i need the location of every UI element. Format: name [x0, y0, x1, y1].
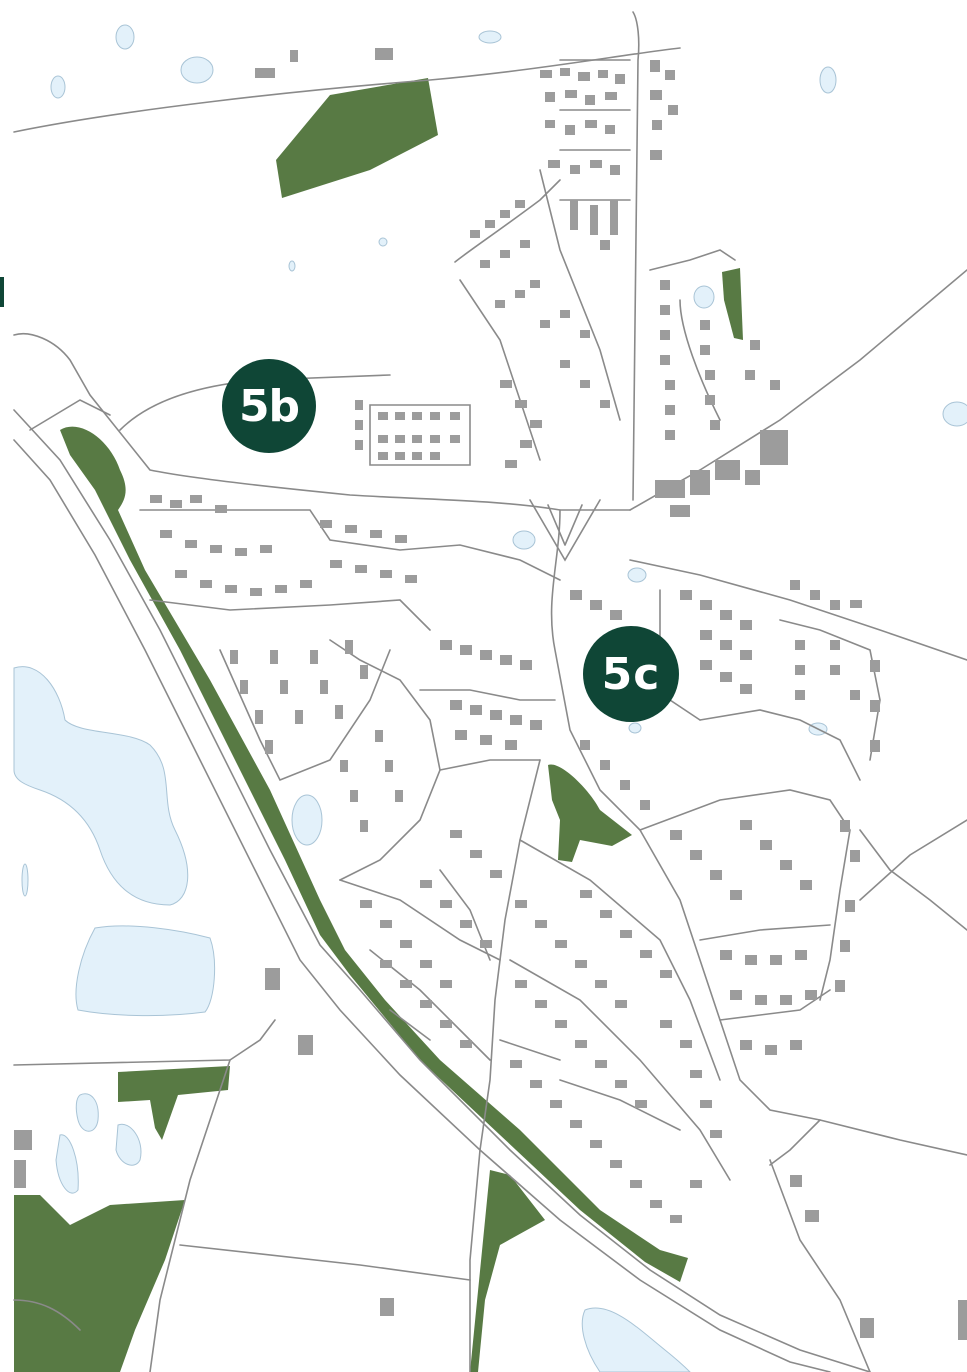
buildings	[14, 48, 967, 1340]
road-network	[13, 11, 967, 1372]
lake-southwest	[75, 925, 215, 1017]
pond-13	[512, 530, 536, 550]
map-edge-marker	[0, 277, 4, 307]
pond-6	[115, 24, 135, 50]
pond-7	[50, 75, 66, 99]
water-bodies	[13, 24, 967, 1372]
area-marker-5c[interactable]: 5c	[583, 626, 679, 722]
area-marker-5c-label: 5c	[601, 648, 661, 700]
pond-14	[627, 567, 647, 583]
pond-8	[478, 30, 502, 44]
pond-18	[21, 863, 29, 897]
pond-5	[180, 56, 214, 84]
pond-17	[288, 260, 296, 272]
lake-west	[13, 666, 189, 906]
forest-southwest-large	[14, 1195, 185, 1372]
pond-1	[75, 1093, 99, 1132]
forest-central	[548, 764, 632, 862]
pond-16	[378, 237, 388, 247]
forest-southwest-small	[118, 1066, 230, 1140]
pond-19	[628, 722, 642, 734]
forest-areas	[14, 78, 743, 1372]
pond-2	[115, 1123, 142, 1166]
pond-11	[291, 794, 323, 846]
forest-east-park	[722, 268, 743, 340]
forest-north	[276, 78, 438, 198]
pond-4	[581, 1307, 691, 1372]
pond-9	[819, 66, 837, 94]
forest-south	[470, 1170, 545, 1372]
pond-12	[693, 285, 715, 309]
area-marker-5b-label: 5b	[238, 380, 300, 432]
area-marker-5b[interactable]: 5b	[222, 359, 316, 453]
pond-10	[942, 401, 967, 427]
pond-3	[55, 1134, 79, 1194]
